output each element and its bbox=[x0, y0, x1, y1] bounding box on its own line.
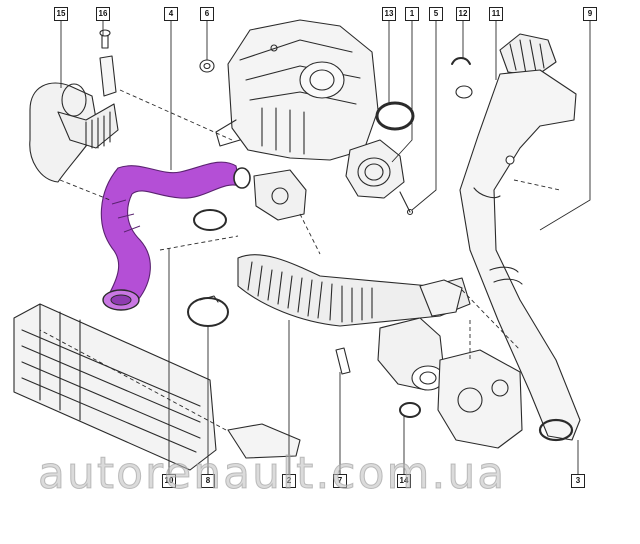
callout-15: 15 bbox=[54, 7, 68, 21]
throttle-body bbox=[253, 169, 307, 221]
callout-2: 2 bbox=[282, 474, 296, 488]
callout-13: 13 bbox=[382, 7, 396, 21]
part-11-hose-connector bbox=[499, 33, 557, 77]
callout-label: 9 bbox=[587, 9, 593, 18]
engine-block bbox=[215, 19, 379, 161]
part-6-grommet bbox=[199, 59, 215, 73]
part-2-air-hose bbox=[237, 254, 471, 327]
callout-label: 5 bbox=[433, 9, 439, 18]
callout-label: 2 bbox=[286, 476, 292, 485]
callout-label: 4 bbox=[168, 9, 174, 18]
leader-lines bbox=[39, 20, 591, 474]
callout-3: 3 bbox=[571, 474, 585, 488]
callout-label: 8 bbox=[205, 476, 211, 485]
callout-label: 7 bbox=[337, 476, 343, 485]
part-14-pipe-flange bbox=[377, 317, 445, 418]
part-16-bolt bbox=[99, 29, 111, 49]
callout-4: 4 bbox=[164, 7, 178, 21]
callout-6: 6 bbox=[200, 7, 214, 21]
callout-11: 11 bbox=[489, 7, 503, 21]
callout-7: 7 bbox=[333, 474, 347, 488]
callout-9: 9 bbox=[583, 7, 597, 21]
part-7-bolt bbox=[335, 347, 351, 375]
part-12-clip bbox=[451, 57, 473, 99]
callout-label: 14 bbox=[399, 476, 409, 485]
part-9-long-hose bbox=[459, 69, 581, 441]
watermark-text: autorenault.com.ua bbox=[38, 448, 507, 500]
part-10-highlighted-hose bbox=[100, 161, 251, 311]
callout-label: 15 bbox=[56, 9, 66, 18]
part-15-intake-elbow bbox=[29, 55, 119, 183]
callout-label: 6 bbox=[204, 9, 210, 18]
turbo-assembly bbox=[227, 349, 523, 459]
callout-16: 16 bbox=[96, 7, 110, 21]
part-13-oring bbox=[375, 101, 415, 131]
callout-label: 11 bbox=[491, 9, 501, 18]
callout-12: 12 bbox=[456, 7, 470, 21]
part-8-clamp bbox=[187, 295, 229, 327]
callout-8: 8 bbox=[201, 474, 215, 488]
part-1-housing bbox=[345, 139, 414, 216]
callout-label: 1 bbox=[409, 9, 415, 18]
callout-1: 1 bbox=[405, 7, 419, 21]
callout-label: 12 bbox=[458, 9, 468, 18]
part-3-clamp bbox=[538, 418, 574, 442]
callout-5: 5 bbox=[429, 7, 443, 21]
callout-label: 3 bbox=[575, 476, 581, 485]
clamp-upper bbox=[193, 209, 227, 231]
intercooler bbox=[13, 303, 217, 471]
callout-label: 13 bbox=[384, 9, 394, 18]
callout-14: 14 bbox=[397, 474, 411, 488]
callout-label: 16 bbox=[98, 9, 108, 18]
callout-label: 10 bbox=[164, 476, 174, 485]
callout-10: 10 bbox=[162, 474, 176, 488]
